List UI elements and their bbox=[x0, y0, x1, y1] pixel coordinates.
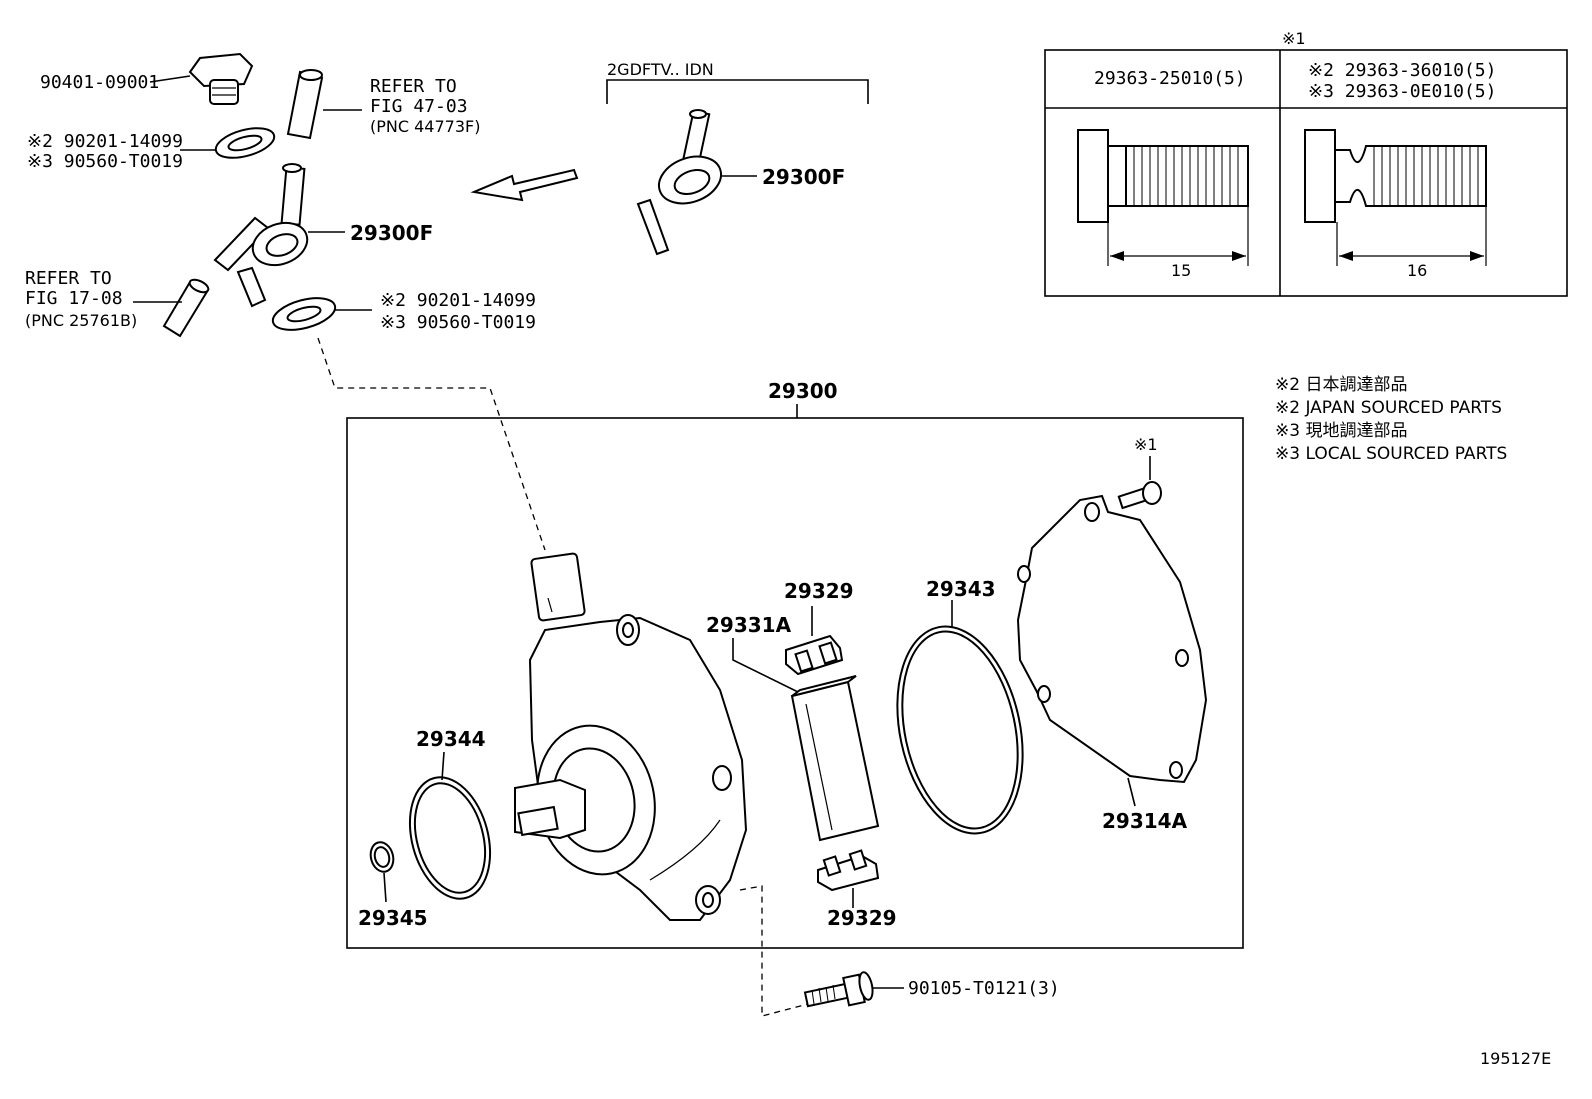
label-assembly: 29300 bbox=[768, 379, 838, 403]
legend-line-3: ※3 現地調達部品 bbox=[1275, 421, 1407, 441]
legend-line-1: ※2 日本調達部品 bbox=[1275, 375, 1407, 395]
label-mount-bolt: 90105-T0121(3) bbox=[908, 978, 1060, 999]
hose-left bbox=[162, 278, 210, 338]
refer-left-line1: REFER TO bbox=[25, 268, 112, 289]
refer-left-line2: FIG 17-08 bbox=[25, 288, 123, 309]
label-washer-top-1: ※2 90201-14099 bbox=[27, 131, 183, 152]
union-right bbox=[636, 109, 722, 256]
cover-plate bbox=[1016, 494, 1208, 784]
vacuum-pump-body bbox=[514, 552, 748, 921]
label-union-right: 29300F bbox=[762, 165, 845, 189]
leader-cover-plate bbox=[1127, 777, 1136, 807]
label-vane: 29331A bbox=[706, 613, 792, 637]
small-ring bbox=[369, 841, 395, 873]
refer-left-line3: (PNC 25761B) bbox=[25, 311, 137, 330]
direction-arrow bbox=[470, 168, 579, 202]
vane-cap-bottom bbox=[817, 849, 880, 892]
variant-bracket bbox=[606, 79, 869, 104]
table-col1-header: 29363-25010(5) bbox=[1094, 68, 1246, 89]
union-left bbox=[213, 163, 309, 308]
label-cover-bolt-ref: ※1 bbox=[1134, 435, 1158, 454]
drain-plug bbox=[188, 52, 254, 105]
label-vane-cap-top: 29329 bbox=[784, 579, 854, 603]
dashed-leader-mount-bolt bbox=[739, 885, 809, 1017]
leader-pump-oring bbox=[441, 751, 445, 781]
table-col1-dim: 15 bbox=[1171, 261, 1191, 280]
vane bbox=[790, 675, 880, 842]
label-pump-oring: 29344 bbox=[416, 727, 486, 751]
leader-plug bbox=[149, 75, 191, 83]
refer-top-line2: FIG 47-03 bbox=[370, 96, 468, 117]
legend-line-2: ※2 JAPAN SOURCED PARTS bbox=[1275, 398, 1502, 418]
bolt-short-drawing bbox=[1077, 129, 1249, 266]
hose-top bbox=[286, 69, 324, 140]
table-col2-header-2: ※3 29363-0E010(5) bbox=[1308, 81, 1496, 102]
table-col2-dim: 16 bbox=[1407, 261, 1427, 280]
refer-top-line1: REFER TO bbox=[370, 76, 457, 97]
label-small-ring: 29345 bbox=[358, 906, 428, 930]
label-washer-top-2: ※3 90560-T0019 bbox=[27, 151, 183, 172]
label-union-left: 29300F bbox=[350, 221, 433, 245]
mount-bolt bbox=[803, 971, 874, 1008]
leader-vane bbox=[732, 638, 799, 693]
leader-small-ring bbox=[383, 872, 387, 903]
label-vane-cap-bottom: 29329 bbox=[827, 906, 897, 930]
label-cover-oring: 29343 bbox=[926, 577, 996, 601]
label-plug: 90401-09001 bbox=[40, 72, 159, 93]
washer-bottom bbox=[271, 297, 337, 331]
bolt-long-drawing bbox=[1304, 129, 1487, 266]
washer-top bbox=[214, 127, 276, 159]
cover-oring bbox=[896, 625, 1024, 835]
label-cover-plate: 29314A bbox=[1102, 809, 1188, 833]
label-washer-bottom-2: ※3 90560-T0019 bbox=[380, 312, 536, 333]
table-col2-header-1: ※2 29363-36010(5) bbox=[1308, 60, 1496, 81]
refer-top-line3: (PNC 44773F) bbox=[370, 117, 480, 136]
vane-cap-top bbox=[785, 634, 844, 676]
table-ref-mark: ※1 bbox=[1282, 29, 1306, 48]
label-washer-bottom-1: ※2 90201-14099 bbox=[380, 290, 536, 311]
dashed-leader-pump-inlet bbox=[317, 337, 546, 551]
bolt-table bbox=[1044, 49, 1568, 297]
assembly-box bbox=[346, 417, 1244, 949]
label-variant: 2GDFTV.. IDN bbox=[607, 60, 714, 79]
figure-id: 195127E bbox=[1480, 1049, 1551, 1068]
legend-line-4: ※3 LOCAL SOURCED PARTS bbox=[1275, 444, 1507, 464]
cover-bolt bbox=[1117, 481, 1162, 510]
pump-oring bbox=[408, 776, 492, 900]
